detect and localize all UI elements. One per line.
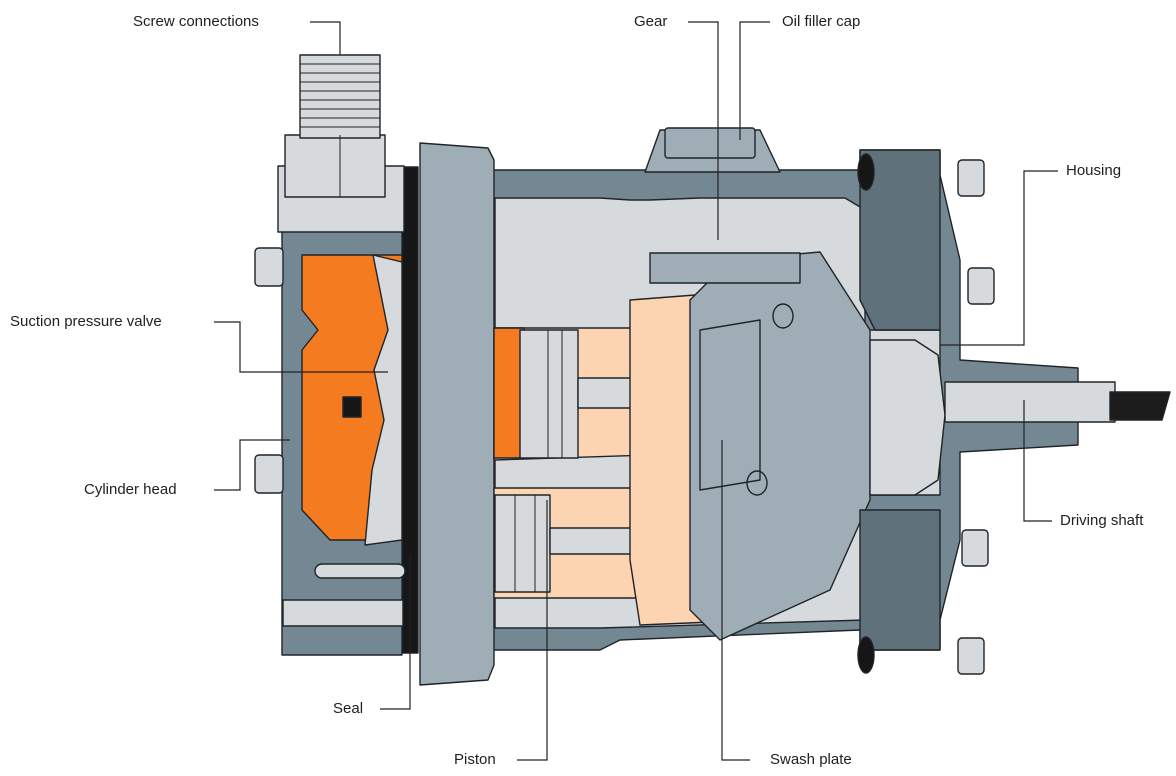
label-housing: Housing	[1066, 162, 1122, 179]
label-driving-shaft: Driving shaft	[1060, 512, 1144, 529]
driving-shaft-body	[944, 381, 1116, 423]
screw-connection-base	[284, 134, 386, 198]
upper-lug-hole	[857, 153, 875, 191]
gear-disc	[699, 319, 761, 491]
shaft-hub	[869, 339, 946, 496]
upper-lug	[859, 149, 941, 331]
label-gear: Gear	[634, 13, 668, 30]
valve-nub	[342, 396, 362, 418]
front-plate	[419, 142, 495, 686]
housing-bolts	[957, 159, 995, 675]
label-piston: Piston	[454, 751, 496, 768]
label-suction-pressure-valve: Suction pressure valve	[10, 313, 162, 330]
label-cylinder-head: Cylinder head	[84, 481, 177, 498]
label-seal: Seal	[333, 700, 364, 717]
swash-top-block	[649, 252, 801, 284]
lower-lug-hole	[857, 636, 875, 674]
driving-shaft-tip	[1109, 391, 1171, 421]
label-screw-connections: Screw connections	[133, 13, 259, 30]
upper-piston	[519, 329, 579, 459]
oil-filler-nut	[664, 127, 756, 159]
label-oil-filler-cap: Oil filler cap	[782, 13, 861, 30]
head-bolts	[254, 247, 284, 494]
screw-thread	[299, 54, 381, 139]
upper-bearing-ring	[772, 303, 794, 329]
cylinder-head-bottom-strip	[282, 599, 404, 627]
lower-piston	[494, 494, 551, 593]
upper-orange-slice	[493, 327, 525, 459]
head-slot	[314, 563, 406, 579]
label-swash-plate: Swash plate	[770, 751, 852, 768]
lower-lug	[859, 509, 941, 651]
lower-bearing-ring	[746, 470, 768, 496]
leader-lines	[214, 21, 1058, 761]
suction-valve-reed	[364, 254, 403, 546]
